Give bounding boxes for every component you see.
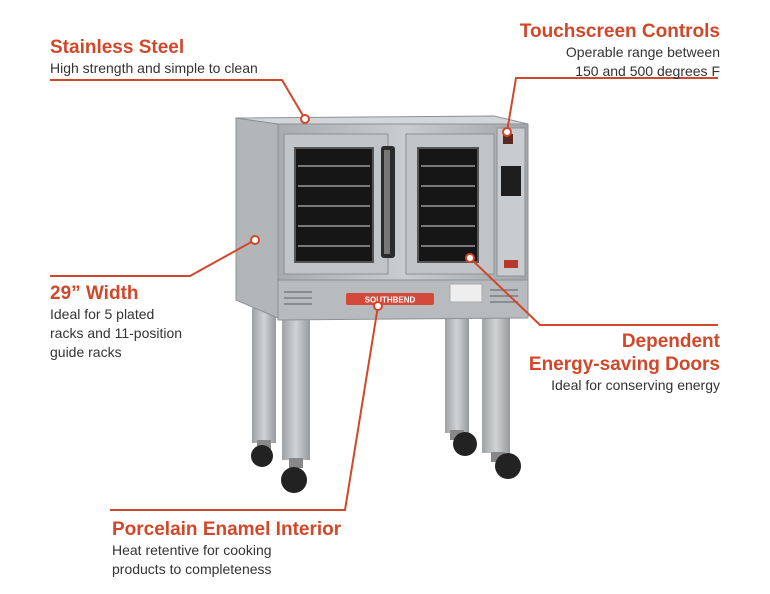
left-oven-racks	[298, 165, 370, 247]
callout-desc-line: Ideal for 5 plated	[50, 306, 155, 322]
callout-porcelain-interior: Porcelain Enamel Interior Heat retentive…	[112, 518, 412, 579]
callout-title: Touchscreen Controls	[519, 21, 720, 42]
callout-desc-line: Heat retentive for cooking	[112, 542, 272, 558]
callout-title: Dependent	[621, 331, 720, 352]
callout-desc: Ideal for conserving energy	[551, 377, 720, 393]
callout-desc-line: products to completeness	[112, 561, 272, 577]
callout-desc-line: Operable range between	[565, 44, 720, 60]
left-door-window	[294, 147, 374, 263]
callout-energy-saving-doors: Dependent Energy-saving Doors Ideal for …	[470, 330, 720, 395]
callout-title: Porcelain Enamel Interior	[112, 519, 342, 540]
callout-title: 29” Width	[50, 283, 139, 304]
callout-desc-line: 150 and 500 degrees F	[575, 63, 720, 79]
oven-legs	[252, 308, 510, 460]
brand-nameplate	[346, 293, 434, 305]
callout-touchscreen-controls: Touchscreen Controls Operable range betw…	[470, 20, 720, 81]
caster-wheels	[251, 430, 521, 493]
control-switch	[503, 134, 513, 144]
callout-stainless-steel: Stainless Steel High strength and simple…	[50, 36, 350, 78]
leader-dots	[250, 114, 512, 311]
callout-desc: High strength and simple to clean	[50, 60, 258, 76]
right-door-window	[417, 147, 479, 263]
spec-label	[449, 283, 483, 303]
right-oven-racks	[421, 165, 475, 247]
callout-width: 29” Width Ideal for 5 plated racks and 1…	[50, 282, 250, 362]
callout-desc-line: racks and 11-position	[50, 325, 183, 341]
callout-desc-line: guide racks	[50, 344, 122, 360]
base-vents	[284, 289, 518, 305]
touchscreen-display	[501, 166, 521, 196]
callout-title: Energy-saving Doors	[528, 354, 720, 375]
oven-top	[235, 115, 529, 125]
control-panel	[496, 127, 526, 277]
callout-title: Stainless Steel	[50, 37, 185, 58]
leader-lines	[50, 77, 718, 511]
brand-text: SOUTHBEND	[365, 296, 416, 305]
